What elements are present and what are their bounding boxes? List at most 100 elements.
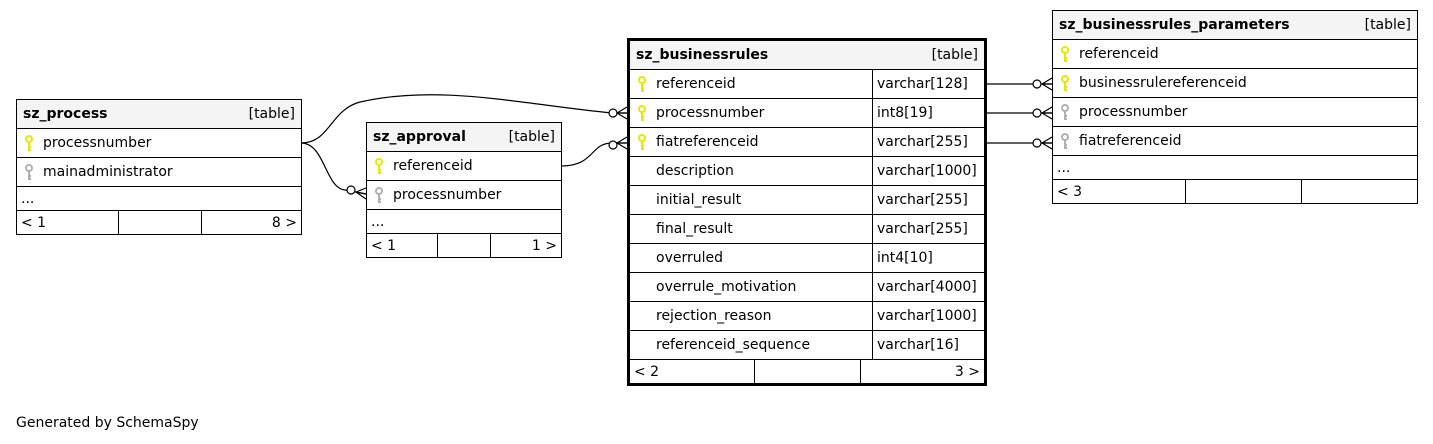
nav-parents[interactable]: < 1: [21, 214, 47, 231]
table-nav: < 1 8 >: [17, 211, 301, 234]
nav-children[interactable]: 8 >: [271, 214, 297, 231]
edge-process-approval: [300, 142, 367, 195]
table-name: sz_businessrules: [636, 47, 769, 63]
column-row[interactable]: final_result varchar[255]: [630, 215, 984, 244]
table-sz-businessrules-parameters[interactable]: sz_businessrules_parameters [table] refe…: [1052, 10, 1418, 204]
more-columns[interactable]: ...: [1053, 156, 1417, 180]
table-header[interactable]: sz_businessrules_parameters [table]: [1053, 11, 1417, 40]
column-name: fiatreferenceid: [656, 134, 759, 150]
column-datatype: varchar[16]: [877, 337, 959, 353]
column-row[interactable]: overrule_motivation varchar[4000]: [630, 273, 984, 302]
more-columns[interactable]: ...: [17, 187, 301, 211]
edge-crowfoot-circle: [1032, 79, 1042, 89]
table-header[interactable]: sz_process [table]: [17, 100, 301, 129]
edge-crowfoot: [355, 187, 367, 200]
column-name: overrule_motivation: [656, 279, 797, 295]
column-row[interactable]: businessrulereferenceid: [1053, 69, 1417, 98]
column-name: mainadministrator: [43, 164, 173, 180]
edge-crowfoot: [616, 106, 628, 120]
column-name: referenceid: [393, 158, 473, 174]
edge-crowfoot-circle: [608, 140, 618, 150]
edge-crowfoot: [1041, 106, 1053, 120]
column-row[interactable]: referenceid varchar[128]: [630, 70, 984, 99]
column-row[interactable]: processnumber: [17, 129, 301, 158]
column-row[interactable]: mainadministrator: [17, 158, 301, 187]
column-datatype: int8[19]: [877, 105, 933, 121]
column-row[interactable]: description varchar[1000]: [630, 157, 984, 186]
edge-crowfoot: [616, 136, 628, 150]
ellipsis: ...: [371, 213, 385, 230]
table-sz-businessrules[interactable]: sz_businessrules [table] referenceid varc…: [627, 38, 987, 386]
edge-crowfoot: [1041, 136, 1053, 150]
table-nav: < 2 3 >: [630, 360, 984, 383]
nav-parents[interactable]: < 2: [634, 363, 660, 380]
edge-crowfoot-circle: [608, 108, 618, 118]
nav-children[interactable]: 3 >: [954, 363, 980, 380]
column-name: overruled: [656, 250, 723, 266]
table-nav: < 3: [1053, 180, 1417, 203]
key-icon-primary: [25, 135, 33, 151]
column-name: rejection_reason: [656, 308, 772, 324]
column-datatype: varchar[128]: [877, 76, 968, 92]
column-datatype: varchar[255]: [877, 134, 968, 150]
column-row[interactable]: fiatreferenceid varchar[255]: [630, 128, 984, 157]
column-name: processnumber: [656, 105, 765, 121]
table-name: sz_businessrules_parameters: [1059, 17, 1290, 33]
table-header[interactable]: sz_approval [table]: [367, 123, 561, 152]
column-row[interactable]: processnumber int8[19]: [630, 99, 984, 128]
column-name: description: [656, 163, 734, 179]
column-name: processnumber: [1079, 104, 1188, 120]
column-row[interactable]: referenceid: [1053, 40, 1417, 69]
ellipsis: ...: [1057, 159, 1071, 176]
table-type: [table]: [248, 106, 295, 122]
key-icon-primary: [1061, 46, 1069, 62]
table-nav: < 1 1 >: [367, 234, 561, 257]
table-type: [table]: [508, 129, 555, 145]
nav-parents[interactable]: < 1: [371, 237, 397, 254]
column-datatype: varchar[1000]: [877, 308, 977, 324]
key-icon-primary: [638, 105, 646, 121]
column-row[interactable]: processnumber: [1053, 98, 1417, 127]
key-icon-foreign: [1061, 133, 1069, 149]
edge-crowfoot-circle: [1032, 138, 1042, 148]
column-name: processnumber: [393, 187, 502, 203]
column-name: referenceid: [656, 76, 736, 92]
column-name: fiatreferenceid: [1079, 133, 1182, 149]
table-name: sz_process: [23, 106, 108, 122]
column-row[interactable]: overruled int4[10]: [630, 244, 984, 273]
column-datatype: varchar[1000]: [877, 163, 977, 179]
edge-crowfoot: [1041, 77, 1053, 91]
edge-process-businessrules: [300, 94, 626, 144]
key-icon-primary: [638, 76, 646, 92]
column-name: final_result: [656, 221, 733, 237]
table-type: [table]: [931, 47, 978, 63]
key-icon-foreign: [375, 187, 383, 203]
column-datatype: varchar[255]: [877, 221, 968, 237]
nav-children[interactable]: 1 >: [531, 237, 557, 254]
generator-footer: Generated by SchemaSpy: [16, 415, 199, 431]
column-datatype: varchar[4000]: [877, 279, 977, 295]
key-icon-primary: [638, 134, 646, 150]
table-type: [table]: [1364, 17, 1411, 33]
column-datatype: int4[10]: [877, 250, 933, 266]
edge-crowfoot-circle: [1032, 108, 1042, 118]
column-row[interactable]: referenceid: [367, 152, 561, 181]
table-sz-process[interactable]: sz_process [table] processnumber mainadm…: [16, 99, 302, 235]
nav-parents[interactable]: < 3: [1057, 183, 1083, 200]
column-name: referenceid: [1079, 46, 1159, 62]
column-name: processnumber: [43, 135, 152, 151]
table-sz-approval[interactable]: sz_approval [table] referenceid processn…: [366, 122, 562, 258]
key-icon-primary: [375, 158, 383, 174]
column-row[interactable]: fiatreferenceid: [1053, 127, 1417, 156]
more-columns[interactable]: ...: [367, 210, 561, 234]
column-row[interactable]: rejection_reason varchar[1000]: [630, 302, 984, 331]
table-name: sz_approval: [373, 129, 466, 145]
column-name: businessrulereferenceid: [1079, 75, 1247, 91]
table-header[interactable]: sz_businessrules [table]: [630, 41, 984, 70]
edge-crowfoot-circle: [346, 185, 356, 195]
column-row[interactable]: processnumber: [367, 181, 561, 210]
column-datatype: varchar[255]: [877, 192, 968, 208]
